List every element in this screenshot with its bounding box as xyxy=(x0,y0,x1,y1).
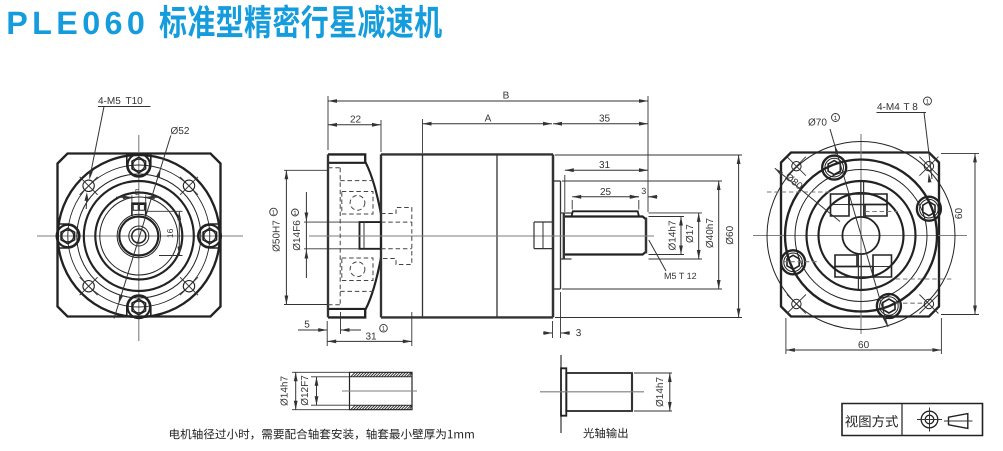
svg-text:60: 60 xyxy=(954,208,965,220)
svg-text:Ø40h7: Ø40h7 xyxy=(705,218,716,248)
svg-text:1: 1 xyxy=(926,98,930,105)
svg-text:1: 1 xyxy=(272,209,276,216)
svg-text:Ø50H7: Ø50H7 xyxy=(272,220,283,252)
svg-text:Ø14F6: Ø14F6 xyxy=(292,220,303,251)
svg-text:Ø52: Ø52 xyxy=(171,126,190,137)
svg-text:Ø12F7: Ø12F7 xyxy=(300,375,311,406)
svg-text:3: 3 xyxy=(641,186,646,196)
svg-text:1: 1 xyxy=(382,326,386,333)
svg-text:M5 T 12: M5 T 12 xyxy=(664,271,697,281)
svg-text:B: B xyxy=(503,91,510,102)
svg-text:16: 16 xyxy=(165,228,175,238)
svg-text:60: 60 xyxy=(858,340,870,351)
svg-text:25: 25 xyxy=(600,187,612,198)
svg-text:4-M5: 4-M5 xyxy=(98,96,121,107)
svg-text:Ø14h7: Ø14h7 xyxy=(667,220,678,250)
svg-text:5: 5 xyxy=(304,319,310,330)
svg-text:3: 3 xyxy=(576,328,582,339)
svg-text:31: 31 xyxy=(365,331,377,342)
svg-text:22: 22 xyxy=(350,114,362,125)
svg-text:Ø14h7: Ø14h7 xyxy=(279,376,290,406)
svg-text:Ø14h7: Ø14h7 xyxy=(655,377,666,407)
svg-text:5: 5 xyxy=(135,187,140,197)
svg-text:35: 35 xyxy=(599,114,611,125)
svg-text:A: A xyxy=(485,114,492,125)
svg-text:PLE060: PLE060 xyxy=(6,5,149,41)
svg-text:Ø60: Ø60 xyxy=(725,225,736,244)
svg-text:1: 1 xyxy=(834,115,838,122)
svg-text:T 8: T 8 xyxy=(904,102,919,113)
svg-text:Ø70: Ø70 xyxy=(808,118,827,129)
svg-text:Ø17: Ø17 xyxy=(685,224,696,243)
svg-text:1: 1 xyxy=(293,210,297,217)
svg-text:31: 31 xyxy=(599,160,611,171)
svg-text:T10: T10 xyxy=(126,96,144,107)
svg-text:4-M4: 4-M4 xyxy=(877,102,900,113)
